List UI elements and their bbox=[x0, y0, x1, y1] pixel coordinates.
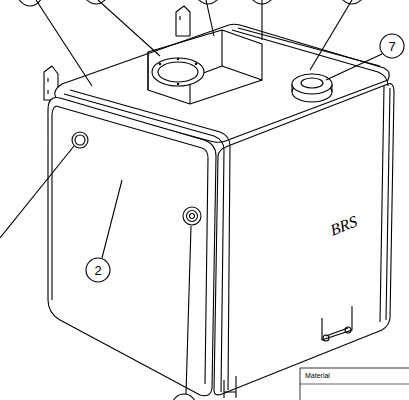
rim-band bbox=[70, 90, 230, 390]
port bbox=[187, 211, 198, 222]
rim-band bbox=[52, 106, 208, 384]
port bbox=[75, 135, 85, 145]
filler-opening bbox=[158, 62, 198, 82]
rim-band bbox=[64, 94, 224, 392]
title-block bbox=[300, 368, 409, 400]
table-cell: Material bbox=[305, 372, 330, 379]
callout-circle bbox=[196, 0, 220, 4]
leader-line bbox=[102, 180, 122, 258]
breather-cap bbox=[301, 78, 323, 88]
callout-circle bbox=[172, 394, 196, 400]
rim-band bbox=[238, 28, 380, 66]
mounting-foot bbox=[224, 376, 236, 398]
callout-circle bbox=[380, 34, 404, 58]
leader-line bbox=[186, 226, 191, 394]
mounting-foot bbox=[345, 327, 351, 333]
leader-line bbox=[0, 146, 74, 238]
filler-opening bbox=[152, 58, 204, 86]
callout-number: 2 bbox=[94, 264, 101, 277]
breather-cap bbox=[292, 74, 332, 94]
filler-plate bbox=[148, 30, 262, 104]
callout-circle bbox=[18, 0, 42, 6]
rim-band bbox=[380, 86, 390, 322]
filler-plate bbox=[148, 30, 262, 104]
callout-circle bbox=[86, 258, 110, 282]
tank-side bbox=[214, 84, 394, 395]
leader-line bbox=[36, 0, 352, 86]
port bbox=[183, 207, 201, 225]
mounting-bracket bbox=[176, 6, 190, 36]
mounting-foot bbox=[323, 335, 329, 341]
callout-circle bbox=[250, 0, 274, 4]
tank-front bbox=[48, 98, 216, 396]
leader-line bbox=[326, 54, 382, 80]
title-block bbox=[300, 384, 409, 385]
port bbox=[72, 132, 88, 148]
port bbox=[190, 214, 195, 219]
callout-circle bbox=[84, 0, 108, 4]
callout-number: 7 bbox=[388, 40, 395, 53]
mounting-foot bbox=[322, 306, 352, 340]
callout-circle bbox=[340, 0, 364, 4]
